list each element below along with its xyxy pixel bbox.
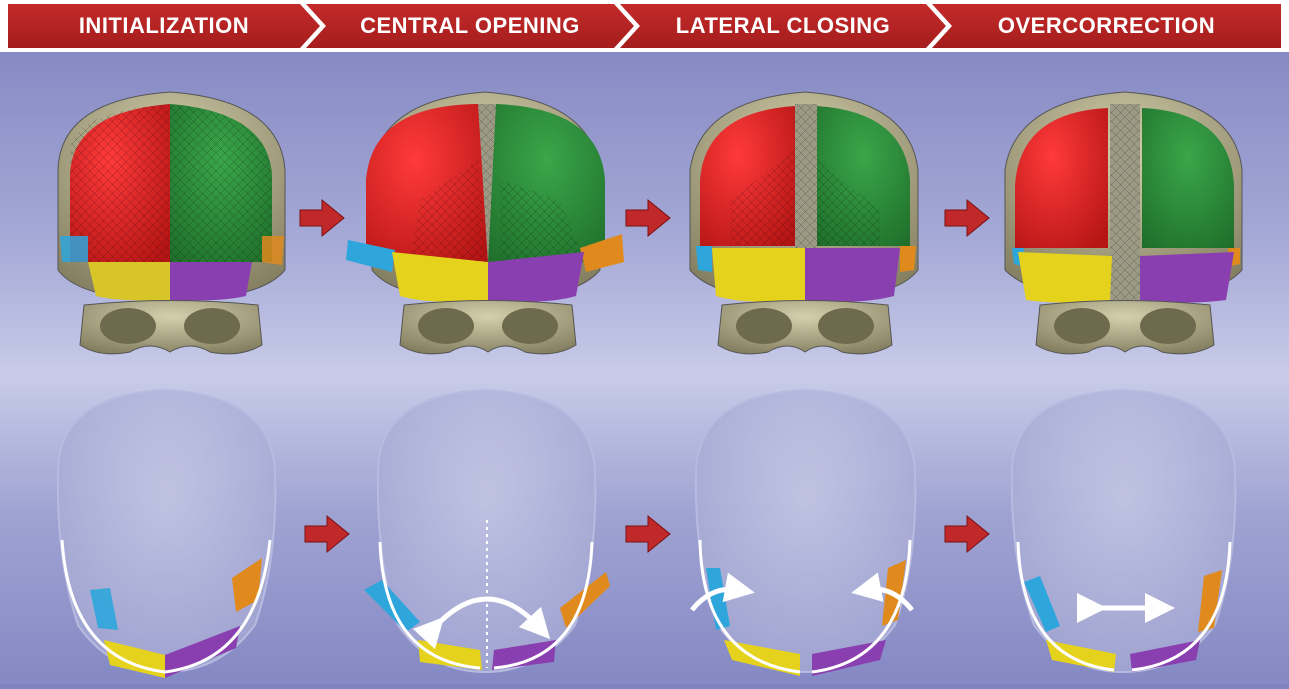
- transition-arrow-icon: [626, 200, 670, 236]
- yellow-segment: [88, 262, 170, 301]
- topview-lateral-closing: [692, 390, 915, 676]
- diagram-stage: [0, 52, 1289, 684]
- skull-central-opening: [346, 92, 624, 354]
- step-central-opening: CENTRAL OPENING: [306, 4, 634, 48]
- step-initialization: INITIALIZATION: [8, 4, 320, 48]
- step-label: INITIALIZATION: [79, 13, 249, 39]
- transition-arrow-icon: [305, 516, 349, 552]
- step-overcorrection: OVERCORRECTION: [932, 4, 1281, 48]
- topview-central-opening: [364, 390, 610, 672]
- topview-overcorrection: [1012, 390, 1236, 672]
- skull-overcorrection: [1005, 92, 1242, 354]
- transition-arrow-icon: [945, 200, 989, 236]
- step-lateral-closing: LATERAL CLOSING: [620, 4, 946, 48]
- yellow-segment: [1018, 252, 1112, 303]
- skull-lateral-closing: [690, 92, 918, 354]
- purple-segment: [1140, 252, 1234, 303]
- yellow-segment: [712, 248, 805, 302]
- purple-segment: [805, 248, 900, 302]
- step-label: OVERCORRECTION: [998, 13, 1215, 39]
- purple-segment: [170, 262, 252, 301]
- step-banner: INITIALIZATION CENTRAL OPENING LATERAL C…: [0, 0, 1289, 52]
- topview-initialization: [58, 390, 276, 678]
- transition-arrow-icon: [300, 200, 344, 236]
- skull-initialization: [58, 92, 285, 354]
- transition-arrow-icon: [626, 516, 670, 552]
- step-label: LATERAL CLOSING: [676, 13, 890, 39]
- transition-arrow-icon: [945, 516, 989, 552]
- step-label: CENTRAL OPENING: [360, 13, 580, 39]
